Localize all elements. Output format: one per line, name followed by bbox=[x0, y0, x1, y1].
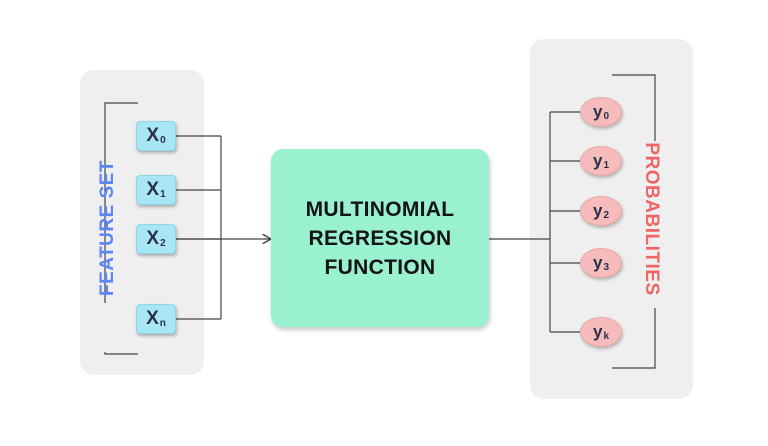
output-node-y1-base: y bbox=[592, 151, 603, 170]
output-node-yk-base: y bbox=[592, 322, 603, 341]
feature-node-xn-base: X bbox=[146, 308, 159, 329]
output-node-y2-base: y bbox=[592, 201, 603, 220]
function-label: MULTINOMIAL REGRESSION FUNCTION bbox=[305, 197, 455, 279]
feature-node-x0-sub: 0 bbox=[160, 134, 166, 146]
output-node-y2-sub: 2 bbox=[603, 209, 610, 221]
probabilities-bracket-bottom bbox=[612, 308, 656, 369]
multinomial-regression-function-box: MULTINOMIAL REGRESSION FUNCTION bbox=[271, 149, 489, 327]
probabilities-bracket-top bbox=[612, 74, 656, 141]
feature-node-x0-base: X bbox=[146, 125, 160, 146]
feature-node-x1-base: X bbox=[146, 179, 160, 200]
output-node-y1-sub: 1 bbox=[603, 159, 610, 171]
output-node-y3-base: y bbox=[592, 253, 603, 272]
feature-node-x2-base: X bbox=[146, 228, 160, 249]
feature-node-x1-sub: 1 bbox=[160, 188, 166, 200]
output-node-y3-sub: 3 bbox=[603, 261, 610, 273]
feature-set-bracket bbox=[104, 102, 138, 303]
output-node-y0-base: y bbox=[592, 102, 603, 121]
output-node-yk-sub: k bbox=[603, 330, 610, 342]
probabilities-label: PROBABILITIES bbox=[641, 142, 662, 296]
feature-node-x2-sub: 2 bbox=[160, 237, 166, 249]
output-node-y0-sub: 0 bbox=[603, 110, 610, 122]
feature-set-bracket-bottom bbox=[104, 352, 138, 355]
feature-set-label: FEATURE SET bbox=[97, 159, 118, 297]
feature-node-xn-sub: n bbox=[159, 317, 166, 329]
